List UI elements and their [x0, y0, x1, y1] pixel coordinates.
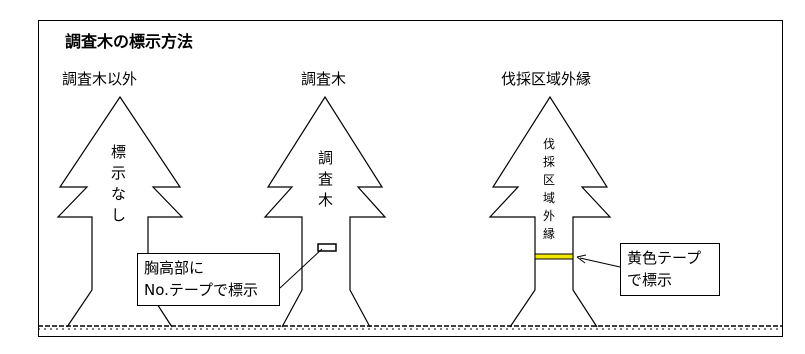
number-tag: [317, 243, 337, 252]
tree-outline-non-survey: [56, 95, 184, 328]
yellow-tape: [534, 253, 574, 260]
trunk-text-survey: 調 査 木: [318, 149, 334, 209]
label-survey-tree: 調査木: [301, 70, 347, 88]
diagram-frame: [38, 20, 783, 337]
diagram-title: 調査木の標示方法: [65, 32, 194, 51]
callout-yellow-tape-line2: で標示: [627, 271, 673, 289]
callout-yellow-tape: 黄色テープ で標示: [620, 243, 720, 296]
arrow-head-icon: [576, 254, 587, 264]
trunk-text-non-survey: 標 示 な し: [111, 143, 127, 224]
leader-line-breast-height: [279, 248, 323, 289]
tree-outline-survey: [263, 95, 387, 328]
trunk-text-boundary: 伐 採 区 域 外 縁: [543, 137, 556, 241]
leader-line-yellow-tape: [579, 257, 621, 268]
callout-breast-height: 胸高部に No.テープで標示: [137, 253, 280, 306]
callout-breast-height-line1: 胸高部に: [144, 259, 205, 277]
tree-outline-boundary: [488, 95, 612, 328]
label-non-survey-tree: 調査木以外: [62, 70, 138, 88]
label-boundary-tree: 伐採区域外縁: [501, 70, 592, 88]
callout-breast-height-line2: No.テープで標示: [144, 281, 259, 299]
callout-yellow-tape-line1: 黄色テープ: [627, 249, 702, 267]
